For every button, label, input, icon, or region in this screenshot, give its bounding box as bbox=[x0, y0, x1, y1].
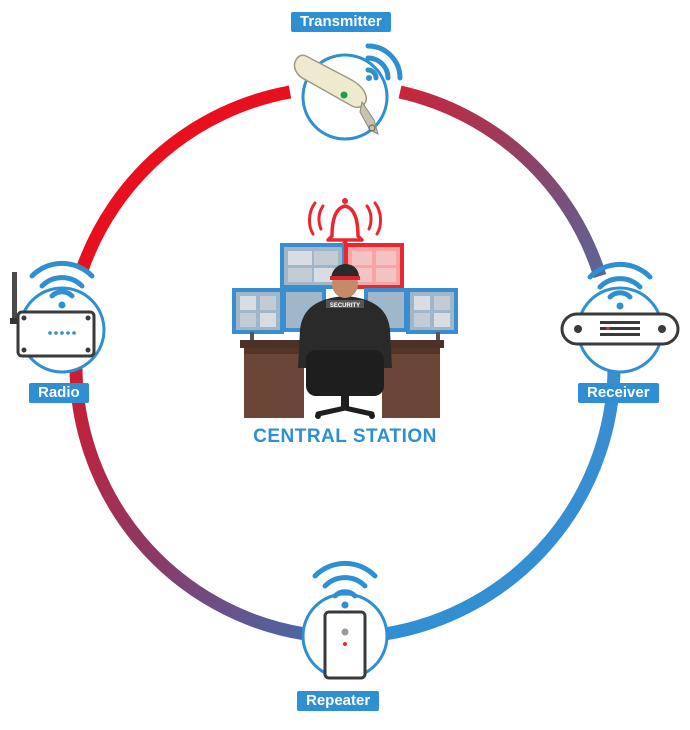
arc-repeater-to-radio bbox=[69, 359, 307, 641]
security-operator-monitors-icon: SECURITY bbox=[298, 264, 392, 419]
central-station-title: CENTRAL STATION bbox=[253, 426, 437, 447]
arc-receiver-to-repeater bbox=[383, 359, 621, 641]
transmitter-node[interactable] bbox=[293, 43, 403, 141]
wifi-signal-icon bbox=[312, 560, 378, 609]
key-fob-transmitter-icon bbox=[293, 54, 379, 135]
radio-module-icon bbox=[10, 272, 96, 358]
central-station-illustration: SECURITY bbox=[232, 198, 458, 419]
radio-label: Radio bbox=[29, 383, 89, 403]
wifi-signal-icon bbox=[587, 261, 653, 310]
wifi-signal-icon bbox=[365, 43, 403, 81]
arc-transmitter-to-receiver bbox=[398, 85, 607, 278]
transmitter-label: Transmitter bbox=[291, 12, 391, 32]
connection-ring bbox=[69, 85, 621, 641]
wifi-signal-icon bbox=[29, 260, 95, 309]
repeater-node[interactable] bbox=[301, 560, 389, 680]
repeater-label: Repeater bbox=[297, 691, 380, 711]
arc-radio-to-transmitter bbox=[75, 85, 292, 273]
alarm-bell-icon bbox=[308, 198, 382, 247]
repeater-device-icon bbox=[323, 610, 367, 680]
radio-node[interactable] bbox=[10, 260, 106, 374]
security-shirt-text: SECURITY bbox=[330, 303, 360, 309]
receiver-node[interactable] bbox=[560, 261, 680, 374]
receiver-label: Receiver bbox=[578, 383, 659, 403]
receiver-unit-icon bbox=[560, 312, 680, 346]
